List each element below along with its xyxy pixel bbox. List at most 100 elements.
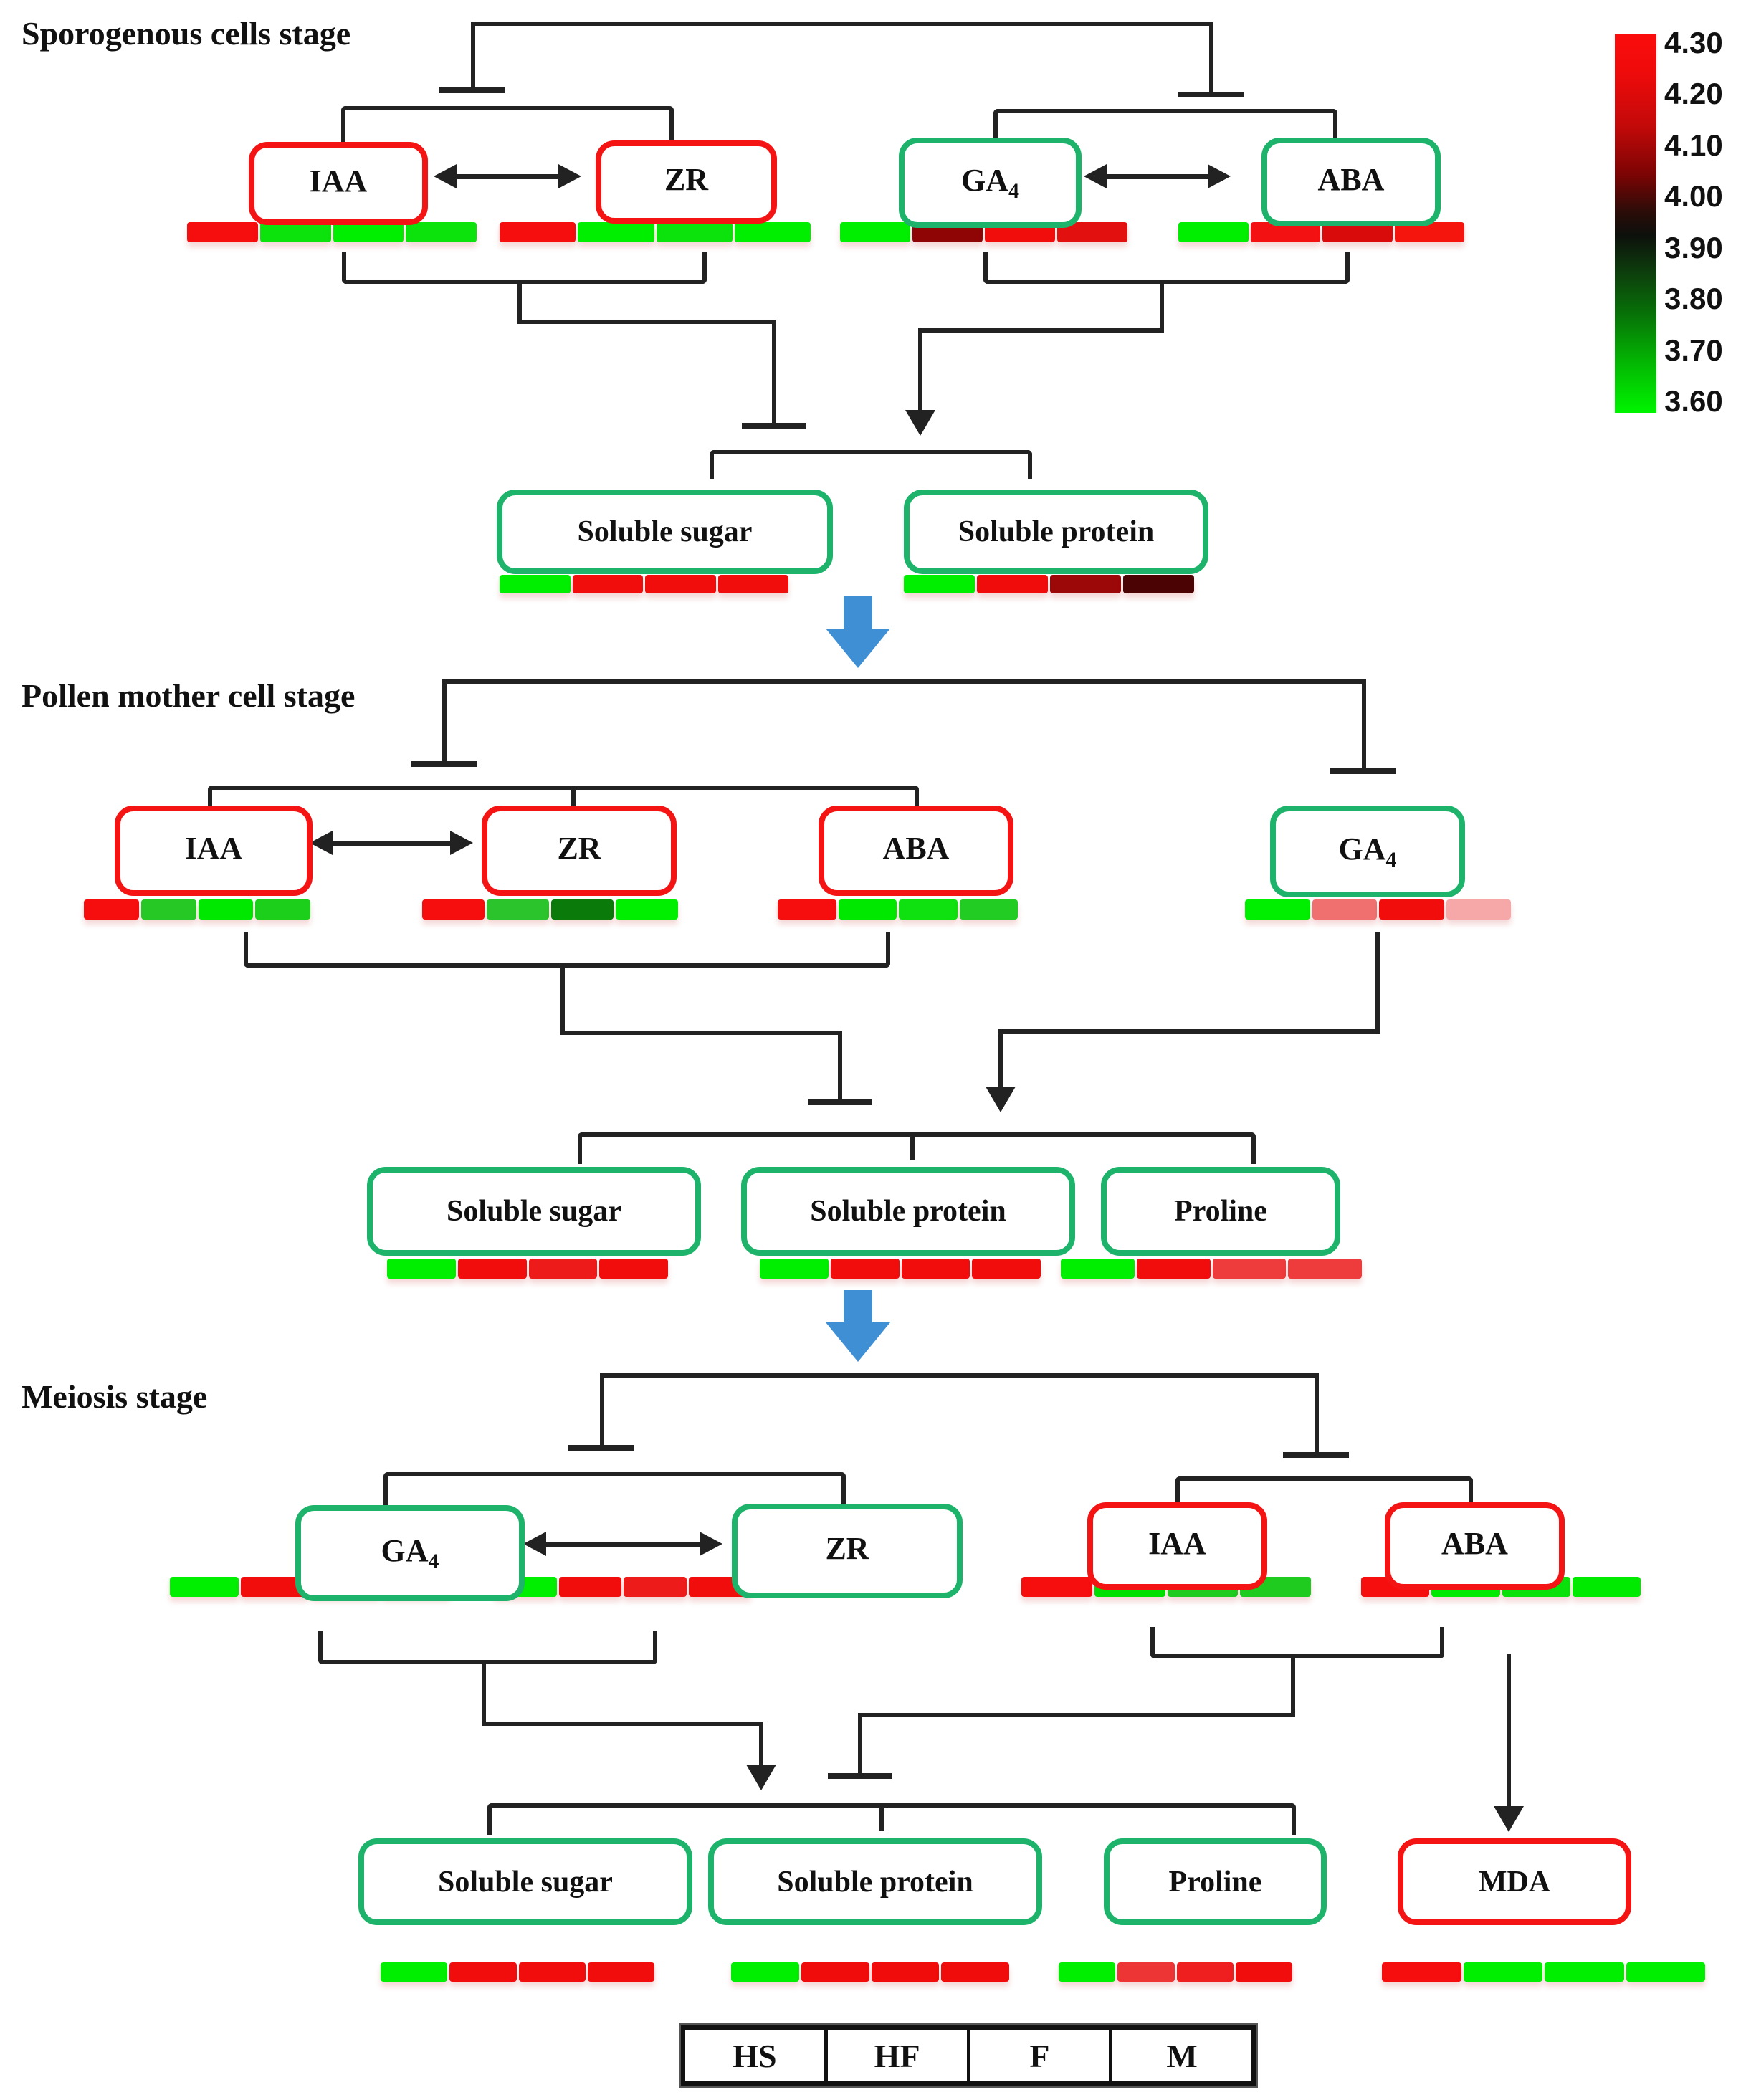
arrowhead-icon bbox=[905, 410, 935, 436]
heatmap-bar-zr-s2 bbox=[422, 899, 678, 920]
heatmap-cell bbox=[871, 1962, 940, 1982]
heatmap-cell bbox=[899, 899, 958, 920]
heatmap-cell bbox=[1245, 899, 1310, 920]
heatmap-cell bbox=[656, 222, 733, 242]
heatmap-bar-protein-s1 bbox=[904, 575, 1194, 593]
metabolite-box-proline-s2: Proline bbox=[1101, 1167, 1340, 1256]
box-label: IAA bbox=[184, 831, 243, 867]
double-arrow-icon bbox=[310, 830, 473, 856]
connector-line bbox=[471, 22, 475, 90]
heatmap-cell bbox=[778, 899, 836, 920]
heatmap-bar-iaa-s1 bbox=[187, 222, 477, 242]
colorbar-tick: 3.70 bbox=[1664, 333, 1723, 367]
hormone-box-aba-s2: ABA bbox=[819, 806, 1013, 896]
connector-line bbox=[1001, 1029, 1380, 1034]
heatmap-cell bbox=[972, 1259, 1041, 1279]
heatmap-cell bbox=[1061, 1259, 1135, 1279]
heatmap-bar-aba-s2 bbox=[778, 899, 1018, 920]
legend-cell-f: F bbox=[970, 2030, 1113, 2081]
bracket bbox=[983, 252, 1350, 284]
heatmap-cell bbox=[1312, 899, 1377, 920]
heatmap-bar-zr-s1 bbox=[500, 222, 811, 242]
heatmap-bar-proline-s2 bbox=[1061, 1259, 1362, 1279]
heatmap-cell bbox=[457, 1259, 527, 1279]
heatmap-bar-sugar-s3 bbox=[381, 1962, 654, 1982]
hormone-box-aba-s1: ABA bbox=[1261, 138, 1441, 226]
metabolite-box-protein-s2: Soluble protein bbox=[741, 1167, 1075, 1256]
heatmap-cell bbox=[587, 1962, 654, 1982]
double-arrow-icon bbox=[1084, 163, 1231, 189]
connector-tick bbox=[571, 786, 576, 816]
box-label: Soluble sugar bbox=[577, 515, 753, 548]
connector-line bbox=[560, 1031, 842, 1035]
connector-line bbox=[860, 1713, 1295, 1717]
heatmap-cell bbox=[422, 899, 485, 920]
connector-line bbox=[1315, 1373, 1319, 1455]
connector-line bbox=[482, 1722, 763, 1726]
connector-line bbox=[998, 1029, 1003, 1088]
arrowhead-icon bbox=[1494, 1806, 1524, 1832]
connector-line bbox=[838, 1031, 842, 1102]
colorbar-tick: 4.10 bbox=[1664, 128, 1723, 162]
heatmap-cell bbox=[1178, 222, 1249, 242]
heatmap-cell bbox=[1212, 1259, 1287, 1279]
connector-line bbox=[517, 280, 522, 324]
heatmap-cell bbox=[518, 1962, 586, 1982]
heatmap-cell bbox=[1176, 1962, 1234, 1982]
box-label: Soluble sugar bbox=[438, 1865, 613, 1899]
arrowhead-icon bbox=[746, 1765, 776, 1790]
connector-line bbox=[918, 328, 922, 411]
inhibition-cap bbox=[411, 761, 477, 767]
box-label: ZR bbox=[664, 162, 709, 198]
heatmap-bar-protein-s3 bbox=[731, 1962, 1009, 1982]
box-label: IAA bbox=[1148, 1526, 1206, 1562]
heatmap-cell bbox=[500, 575, 571, 593]
bracket bbox=[487, 1803, 1296, 1835]
blue-down-arrow-icon bbox=[826, 1290, 890, 1362]
heatmap-cell bbox=[1021, 1577, 1092, 1597]
metabolite-box-protein-s3: Soluble protein bbox=[708, 1838, 1042, 1925]
hormone-box-ga4-s1: GA4 bbox=[899, 138, 1082, 228]
colorbar-tick: 3.80 bbox=[1664, 282, 1723, 315]
hormone-box-iaa-s2: IAA bbox=[115, 806, 313, 896]
heatmap-bar-mda-s3 bbox=[1382, 1962, 1705, 1982]
hormone-box-iaa-s1: IAA bbox=[249, 142, 428, 225]
heatmap-cell bbox=[959, 899, 1018, 920]
stage1-title: Sporogenous cells stage bbox=[22, 15, 351, 52]
legend-table: HS HF F M bbox=[681, 2025, 1256, 2086]
connector-line bbox=[600, 1373, 604, 1448]
metabolite-box-sugar-s2: Soluble sugar bbox=[367, 1167, 701, 1256]
connector-line bbox=[602, 1373, 1319, 1378]
heatmap-cell bbox=[1572, 1577, 1641, 1597]
heatmap-bar-iaa-s2 bbox=[84, 899, 310, 920]
connector-line bbox=[473, 22, 1211, 26]
connector-line bbox=[482, 1660, 486, 1726]
heatmap-cell bbox=[1382, 1962, 1461, 1982]
metabolite-box-proline-s3: Proline bbox=[1104, 1838, 1327, 1925]
connector-line bbox=[1291, 1654, 1295, 1717]
heatmap-cell bbox=[941, 1962, 1009, 1982]
bracket bbox=[578, 1132, 1256, 1164]
bracket bbox=[1175, 1476, 1473, 1508]
hormone-box-zr-s3: ZR bbox=[732, 1504, 963, 1598]
connector-line bbox=[858, 1713, 862, 1776]
inhibition-cap bbox=[808, 1099, 872, 1105]
heatmap-cell bbox=[170, 1577, 239, 1597]
heatmap-cell bbox=[645, 575, 716, 593]
box-label: Soluble sugar bbox=[447, 1195, 621, 1228]
heatmap-cell bbox=[1379, 899, 1444, 920]
colorbar-tick: 4.00 bbox=[1664, 179, 1723, 213]
inhibition-cap bbox=[439, 87, 505, 93]
colorbar-tick: 3.60 bbox=[1664, 384, 1723, 418]
heatmap-cell bbox=[1117, 1962, 1175, 1982]
bracket bbox=[383, 1472, 846, 1507]
heatmap-bar-proline-s3 bbox=[1059, 1962, 1292, 1982]
hormone-box-ga4-s2: GA4 bbox=[1270, 806, 1465, 897]
heatmap-cell bbox=[717, 575, 788, 593]
metabolite-box-sugar-s1: Soluble sugar bbox=[497, 490, 833, 574]
metabolite-box-protein-s1: Soluble protein bbox=[904, 490, 1208, 574]
heatmap-cell bbox=[830, 1259, 900, 1279]
hormone-box-aba-s3: ABA bbox=[1385, 1502, 1565, 1590]
stage2-title: Pollen mother cell stage bbox=[22, 677, 356, 714]
double-arrow-icon bbox=[523, 1531, 722, 1557]
